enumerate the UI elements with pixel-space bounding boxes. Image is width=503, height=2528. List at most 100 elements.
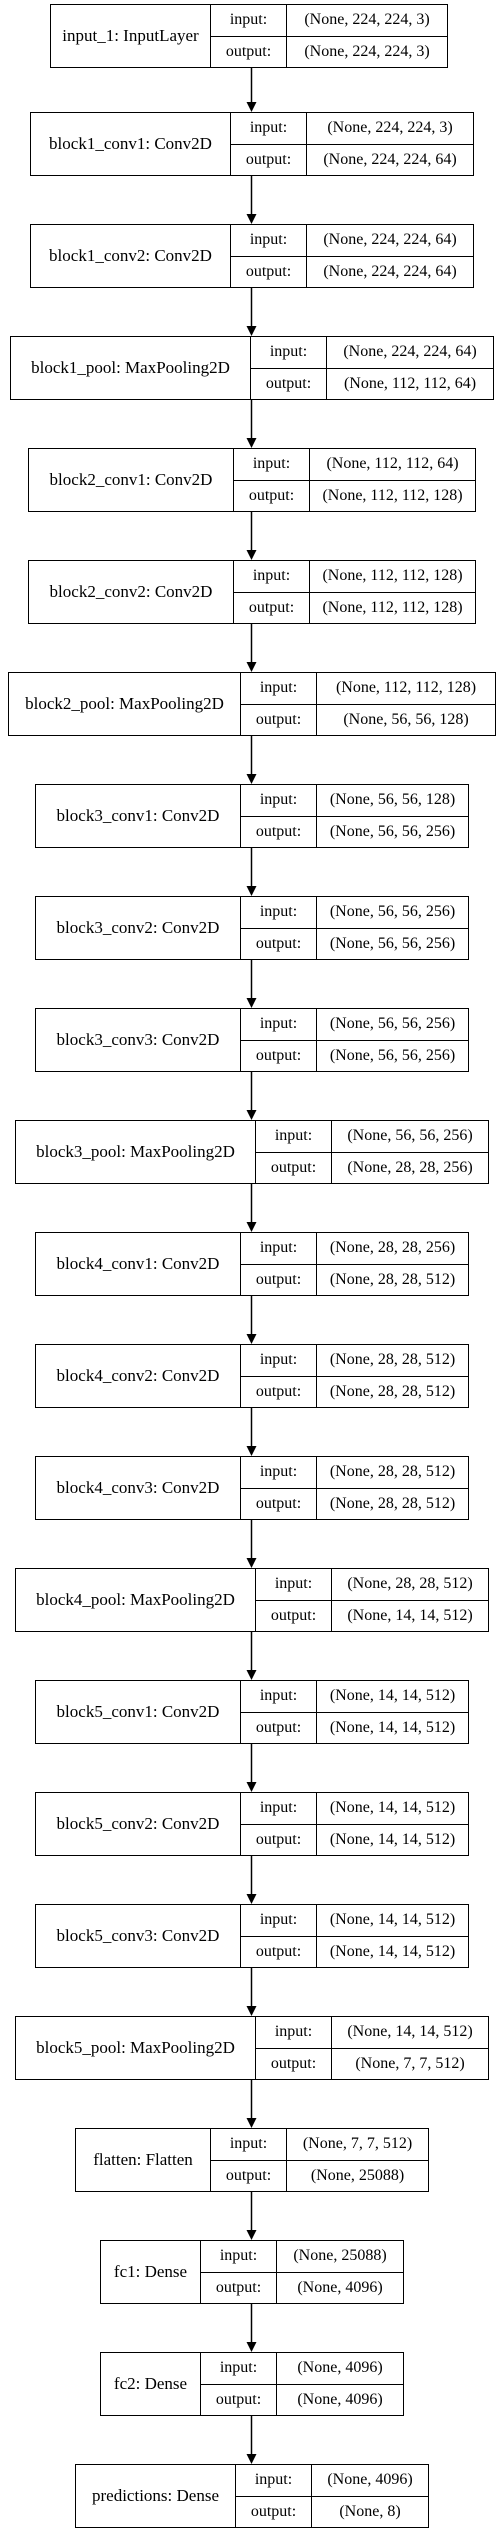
output-shape-row: output:(None, 28, 28, 512) — [241, 1263, 468, 1295]
input-label: input: — [241, 1905, 317, 1936]
input-label: input: — [241, 785, 317, 816]
output-shape: (None, 28, 28, 256) — [347, 1158, 473, 1176]
input-shape: (None, 28, 28, 512) — [329, 1463, 456, 1481]
layer-shapes: input:(None, 14, 14, 512)output:(None, 1… — [241, 1793, 468, 1855]
edge-arrow — [246, 288, 257, 336]
output-shape: (None, 7, 7, 512) — [355, 2054, 465, 2072]
output-shape: (None, 224, 224, 64) — [323, 150, 457, 168]
layer-shapes: input:(None, 28, 28, 256)output:(None, 2… — [241, 1233, 468, 1295]
input-shape: (None, 4096) — [297, 2359, 383, 2377]
input-shape: (None, 28, 28, 512) — [329, 1351, 456, 1369]
input-shape-row: input: (None, 56, 56, 128) — [241, 785, 468, 816]
input-label: input: — [231, 225, 307, 256]
output-shape: (None, 112, 112, 64) — [343, 374, 477, 392]
edge-arrow — [246, 1296, 257, 1344]
layer-shapes: input:(None, 224, 224, 3)output:(None, 2… — [211, 5, 447, 67]
layer-name: predictions: Dense — [76, 2465, 236, 2527]
layer-shapes: input:(None, 14, 14, 512)output:(None, 1… — [241, 1681, 468, 1743]
layer-shapes: input:(None, 112, 112, 128)output:(None,… — [241, 673, 495, 735]
edge-arrow — [246, 2304, 257, 2352]
layer-name: block1_pool: MaxPooling2D — [11, 337, 251, 399]
input-label: input: — [241, 1233, 317, 1264]
layer-name: block4_conv1: Conv2D — [36, 1233, 241, 1295]
layer-name: fc1: Dense — [101, 2241, 201, 2303]
output-shape: (None, 224, 224, 3) — [304, 42, 430, 60]
output-shape-row: output:(None, 112, 112, 128) — [234, 591, 475, 623]
output-shape: (None, 4096) — [297, 2278, 383, 2296]
output-shape-row: output:(None, 14, 14, 512) — [241, 1935, 468, 1967]
input-shape-row: input:(None, 56, 56, 256) — [241, 897, 468, 928]
edge-arrow — [246, 1072, 257, 1120]
input-shape-row: input:(None, 4096) — [201, 2353, 403, 2384]
output-shape: (None, 14, 14, 512) — [329, 1830, 456, 1848]
input-shape: (None, 224, 224, 64) — [343, 343, 477, 361]
output-label: output: — [236, 2496, 312, 2527]
output-shape: (None, 56, 56, 128) — [343, 710, 469, 728]
layer-name: block2_pool: MaxPooling2D — [9, 673, 241, 735]
input-shape: (None, 25088) — [293, 2247, 387, 2265]
layer-shapes: input:(None, 56, 56, 256)output: (None, 5… — [241, 1009, 468, 1071]
output-shape-row: output:(None, 28, 28, 512) — [241, 1487, 468, 1519]
edge-arrow — [246, 2080, 257, 2128]
input-label: input: — [256, 1569, 332, 1600]
output-shape: (None, 112, 112, 128) — [322, 486, 463, 504]
input-shape: (None, 56, 56, 128) — [329, 791, 456, 809]
output-shape-row: output:(None, 224, 224, 64) — [231, 143, 473, 175]
edge-arrow — [246, 624, 257, 672]
output-shape-row: output:(None, 56, 56, 256) — [241, 927, 468, 959]
layer-shapes: input:(None, 14, 14, 512)output:(None, 7… — [256, 2017, 488, 2079]
input-shape-row: input:(None, 112, 112, 128) — [234, 561, 475, 592]
layer-shapes: input:(None, 224, 224, 64)output:(None, … — [251, 337, 493, 399]
layer-shapes: input:(None, 56, 56, 256)output:(None, 2… — [256, 1121, 488, 1183]
output-shape-row: output:(None, 7, 7, 512) — [256, 2047, 488, 2079]
input-label: input: — [241, 673, 317, 704]
input-shape: (None, 56, 56, 256) — [329, 1015, 456, 1033]
output-label: output: — [201, 2384, 277, 2415]
output-label: output: — [241, 1712, 317, 1743]
output-shape-row: output:(None, 56, 56, 128) — [241, 703, 495, 735]
output-label: output: — [241, 816, 317, 847]
edge-arrow — [246, 400, 257, 448]
layer-shapes: input:(None, 28, 28, 512)output:(None, 2… — [241, 1345, 468, 1407]
output-shape-row: output:(None, 56, 56, 256) — [241, 815, 468, 847]
output-shape: (None, 28, 28, 512) — [329, 1494, 456, 1512]
layer-name: block4_conv3: Conv2D — [36, 1457, 241, 1519]
input-shape: (None, 224, 224, 3) — [304, 11, 430, 29]
input-shape-row: input:(None, 56, 56, 256) — [241, 1009, 468, 1040]
output-label: output: — [241, 1376, 317, 1407]
edge-arrow — [246, 176, 257, 224]
layer-name: block4_conv2: Conv2D — [36, 1345, 241, 1407]
output-shape-row: output:(None, 4096) — [201, 2271, 403, 2303]
input-label: input: — [241, 1681, 317, 1712]
edge-arrow — [246, 2416, 257, 2464]
layer-name: block2_conv1: Conv2D — [29, 449, 234, 511]
output-shape: (None, 4096) — [297, 2390, 383, 2408]
layer-shapes: input:(None, 25088)output:(None, 4096) — [201, 2241, 403, 2303]
output-shape: (None, 56, 56, 256) — [329, 934, 456, 952]
layer-shapes: input:(None, 112, 112, 128)output:(None,… — [234, 561, 475, 623]
edge-arrow — [246, 68, 257, 112]
layer-name: block2_conv2: Conv2D — [29, 561, 234, 623]
layer-name: block3_conv1: Conv2D — [36, 785, 241, 847]
layer-name: flatten: Flatten — [76, 2129, 211, 2191]
edge-arrow — [246, 2192, 257, 2240]
edge-arrow — [246, 1856, 257, 1904]
layer-name: block3_pool: MaxPooling2D — [16, 1121, 256, 1183]
input-label: input: — [241, 897, 317, 928]
layer-shapes: input:(None, 56, 56, 256)output:(None, 5… — [241, 897, 468, 959]
output-label: output: — [241, 1040, 317, 1071]
layer-name: fc2: Dense — [101, 2353, 201, 2415]
output-label: output: — [234, 592, 310, 623]
input-shape: (None, 7, 7, 512) — [302, 2135, 413, 2153]
